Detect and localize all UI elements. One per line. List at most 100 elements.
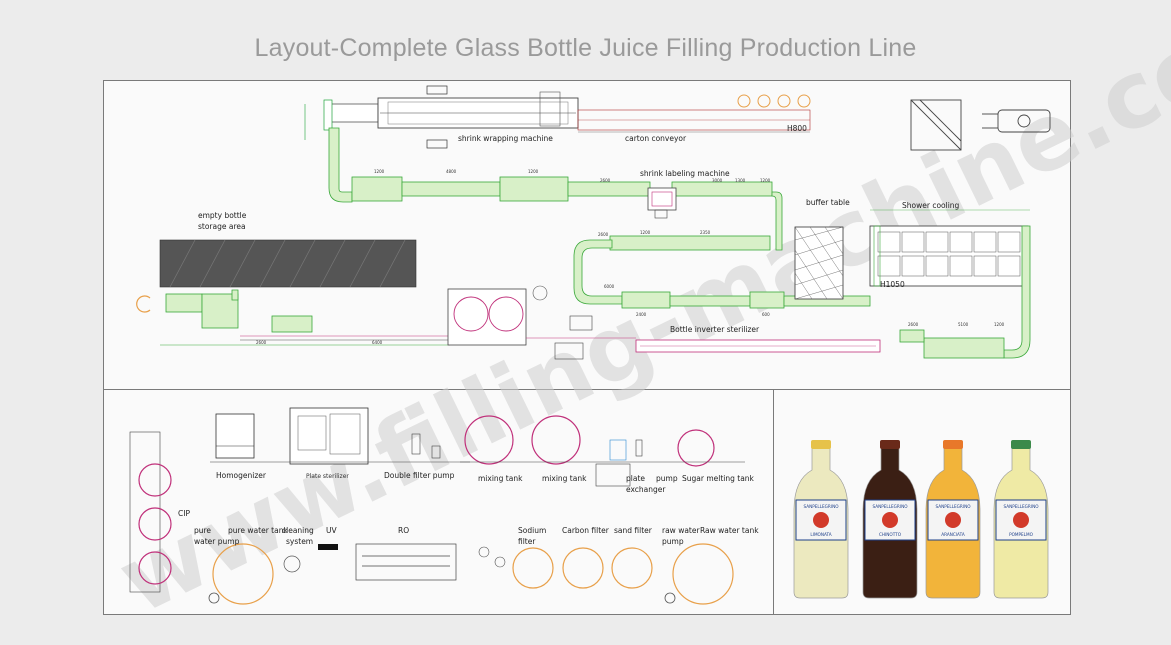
bottle-brand: SANPELLEGRINO	[935, 504, 971, 509]
svg-text:2600: 2600	[598, 232, 609, 237]
bottle-flavor: LIMONATA	[810, 532, 831, 537]
filter-pumps	[478, 546, 506, 568]
raw-water-tank	[664, 543, 734, 605]
conveyor-top	[328, 127, 773, 203]
bottle-brand: SANPELLEGRINO	[803, 504, 839, 509]
label-empty-bottle-2: storage area	[198, 222, 246, 231]
label-plate-exchanger-1: plate	[626, 474, 645, 483]
label-sugar-melting-tank: Sugar melting tank	[682, 474, 755, 483]
buffer-table	[794, 226, 844, 300]
dimension-row-bottom: 2600 6400	[256, 340, 383, 345]
bottle-brand: SANPELLEGRINO	[1003, 504, 1039, 509]
label-h1050: H1050	[880, 280, 905, 289]
shower-cooling	[869, 225, 1029, 287]
label-homogenizer: Homogenizer	[216, 471, 267, 480]
label-raw-water-tank: Raw water tank	[700, 526, 759, 535]
svg-text:6400: 6400	[372, 340, 383, 345]
svg-text:2600: 2600	[600, 178, 611, 183]
label-uv: UV	[326, 526, 337, 535]
uv-sterilizer	[318, 544, 338, 550]
bottle-brand: SANPELLEGRINO	[872, 504, 908, 509]
section-divider-horizontal	[103, 389, 1071, 390]
carton-stack-icons	[737, 94, 811, 108]
homogenizer	[215, 413, 255, 459]
plate-exchanger	[595, 439, 643, 487]
label-ro: RO	[398, 526, 409, 535]
bottle-flavor: CHINOTTO	[879, 532, 902, 537]
svg-text:1300: 1300	[735, 178, 746, 183]
label-raw-water-pump-1: raw water	[662, 526, 700, 535]
svg-text:1200: 1200	[374, 169, 385, 174]
conveyor-feed	[165, 289, 313, 333]
svg-text:1200: 1200	[760, 178, 771, 183]
svg-text:1200: 1200	[640, 230, 651, 235]
label-carbon-filter: Carbon filter	[562, 526, 610, 535]
label-shower-cooling: Shower cooling	[902, 201, 960, 210]
cip-system	[129, 431, 172, 593]
empty-bottle-storage	[159, 239, 417, 288]
svg-text:2600: 2600	[256, 340, 267, 345]
label-cip: CIP	[178, 509, 190, 518]
brand-star-icon	[945, 512, 961, 528]
conveyor-loop	[573, 191, 871, 309]
svg-text:2600: 2600	[908, 322, 919, 327]
svg-text:4800: 4800	[446, 169, 457, 174]
svg-text:600: 600	[762, 312, 770, 317]
shrink-labeling-machine	[647, 187, 677, 219]
mixing-tanks	[464, 415, 581, 465]
bottle-label	[795, 499, 847, 541]
bottle-label	[864, 499, 916, 541]
infeed-line	[136, 295, 450, 346]
dimension-row-middle: 2600 1200 2350 6000 2400 600	[598, 230, 770, 317]
ro-system	[355, 543, 457, 581]
svg-text:1200: 1200	[528, 169, 539, 174]
bottle-3: SANPELLEGRINO ARANCIATA	[925, 440, 981, 599]
pure-water-pump-icon	[208, 592, 220, 604]
label-sand-filter: sand filter	[614, 526, 653, 535]
label-sodium-filter-2: filter	[518, 537, 536, 546]
brand-star-icon	[1013, 512, 1029, 528]
svg-text:1200: 1200	[994, 322, 1005, 327]
label-mixing-tank-1: mixing tank	[478, 474, 523, 483]
label-buffer-table: buffer table	[806, 198, 850, 207]
brand-star-icon	[813, 512, 829, 528]
label-raw-water-pump-2: pump	[662, 537, 684, 546]
label-plate-sterilizer: Plate sterilizer	[306, 473, 349, 480]
carton-conveyor	[577, 109, 811, 133]
bottle-cap	[943, 440, 963, 449]
sugar-melting-tank	[677, 429, 715, 467]
forklift-icon	[910, 99, 1051, 151]
label-cleaning-system-2: system	[286, 537, 313, 546]
svg-text:3000: 3000	[712, 178, 723, 183]
label-plate-exchanger-2: exchanger	[626, 485, 666, 494]
label-double-filter-pump: Double filter pump	[384, 471, 455, 480]
bottle-cap	[811, 440, 831, 449]
bottle-4: SANPELLEGRINO POMPELMO	[993, 440, 1049, 599]
dimension-row-top: 1200 4800 1200 2600 3000 1300 1200	[374, 169, 771, 183]
label-cleaning-system-1: cleaning	[282, 526, 314, 535]
bottle-cap	[880, 440, 900, 449]
label-shrink-labeling: shrink labeling machine	[640, 169, 730, 178]
page-title: Layout-Complete Glass Bottle Juice Filli…	[254, 34, 917, 62]
label-empty-bottle-1: empty bottle	[198, 211, 247, 220]
section-divider-vertical	[773, 389, 774, 615]
label-sodium-filter-1: Sodium	[518, 526, 546, 535]
label-pure-water-pump-1: pure	[194, 526, 211, 535]
label-shrink-wrapping: shrink wrapping machine	[458, 134, 553, 143]
svg-text:2350: 2350	[700, 230, 711, 235]
svg-text:2400: 2400	[636, 312, 647, 317]
label-carton-conveyor: carton conveyor	[625, 134, 687, 143]
plate-sterilizer	[289, 407, 369, 465]
bottle-flavor: POMPELMO	[1009, 532, 1034, 537]
label-pure-water-pump-2: water pump	[194, 537, 240, 546]
dimension-row-right: 2600 5100 1200	[908, 322, 1005, 327]
label-bottle-inverter: Bottle inverter sterilizer	[670, 325, 760, 334]
bottle-flavor: ARANCIATA	[941, 532, 965, 537]
label-mixing-tank-2: mixing tank	[542, 474, 587, 483]
bottle-row: SANPELLEGRINO LIMONATA SANPELLEGRINO CHINOT…	[793, 440, 1049, 599]
pure-water-tank	[212, 543, 301, 605]
label-pure-water-tank: pure water tank	[228, 526, 288, 535]
brand-star-icon	[882, 512, 898, 528]
bottle-1: SANPELLEGRINO LIMONATA	[793, 440, 849, 599]
